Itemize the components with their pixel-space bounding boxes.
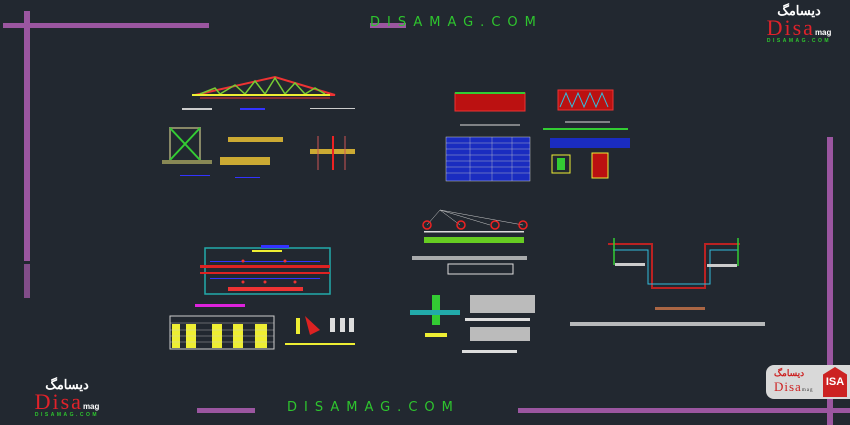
frame-right xyxy=(827,137,833,425)
column-section-details xyxy=(551,152,609,179)
badge-brand-text: Disa xyxy=(774,379,802,394)
badge-isa-icon: ISA xyxy=(823,367,847,397)
frame-top-right xyxy=(370,23,406,28)
logo-brand: Disa xyxy=(766,15,815,40)
frame-bottom-left xyxy=(197,408,255,413)
logo-url: DISAMAG.COM xyxy=(34,412,100,418)
frame-left xyxy=(24,11,30,261)
logo-top-right: دیسامگ Disamag DISAMAG.COM xyxy=(758,4,840,44)
logo-bottom-left: دیسامگ Disamag DISAMAG.COM xyxy=(26,378,108,418)
logo-suffix: mag xyxy=(82,402,100,411)
logo-badge: دیسامگ Disamag ISA xyxy=(766,365,850,399)
logo-brand: Disa xyxy=(34,389,83,414)
beam-section-details xyxy=(454,89,614,126)
logo-persian: دیسامگ xyxy=(777,3,821,18)
roof-truss-elevation xyxy=(182,75,355,110)
connection-details xyxy=(285,316,355,345)
watermark-top: DISAMAG.COM xyxy=(370,15,543,30)
truss-bracing-detail xyxy=(162,127,355,178)
logo-persian: دیسامگ xyxy=(45,377,89,392)
frame-left-segment xyxy=(24,264,30,298)
badge-suffix: mag xyxy=(801,388,814,393)
slab-plan xyxy=(195,245,331,307)
frame-bottom-right xyxy=(518,408,850,413)
badge-brand: Disamag xyxy=(774,379,813,395)
logo-suffix: mag xyxy=(814,28,832,37)
pit-section xyxy=(570,238,765,326)
watermark-bottom: DISAMAG.COM xyxy=(287,400,460,415)
logo-url: DISAMAG.COM xyxy=(766,38,832,44)
badge-persian: دیسامگ xyxy=(774,368,805,378)
schedule-table-blue xyxy=(445,128,630,182)
joist-section xyxy=(410,209,535,353)
schedule-table-yellow xyxy=(169,315,275,350)
frame-top-left xyxy=(3,23,209,28)
